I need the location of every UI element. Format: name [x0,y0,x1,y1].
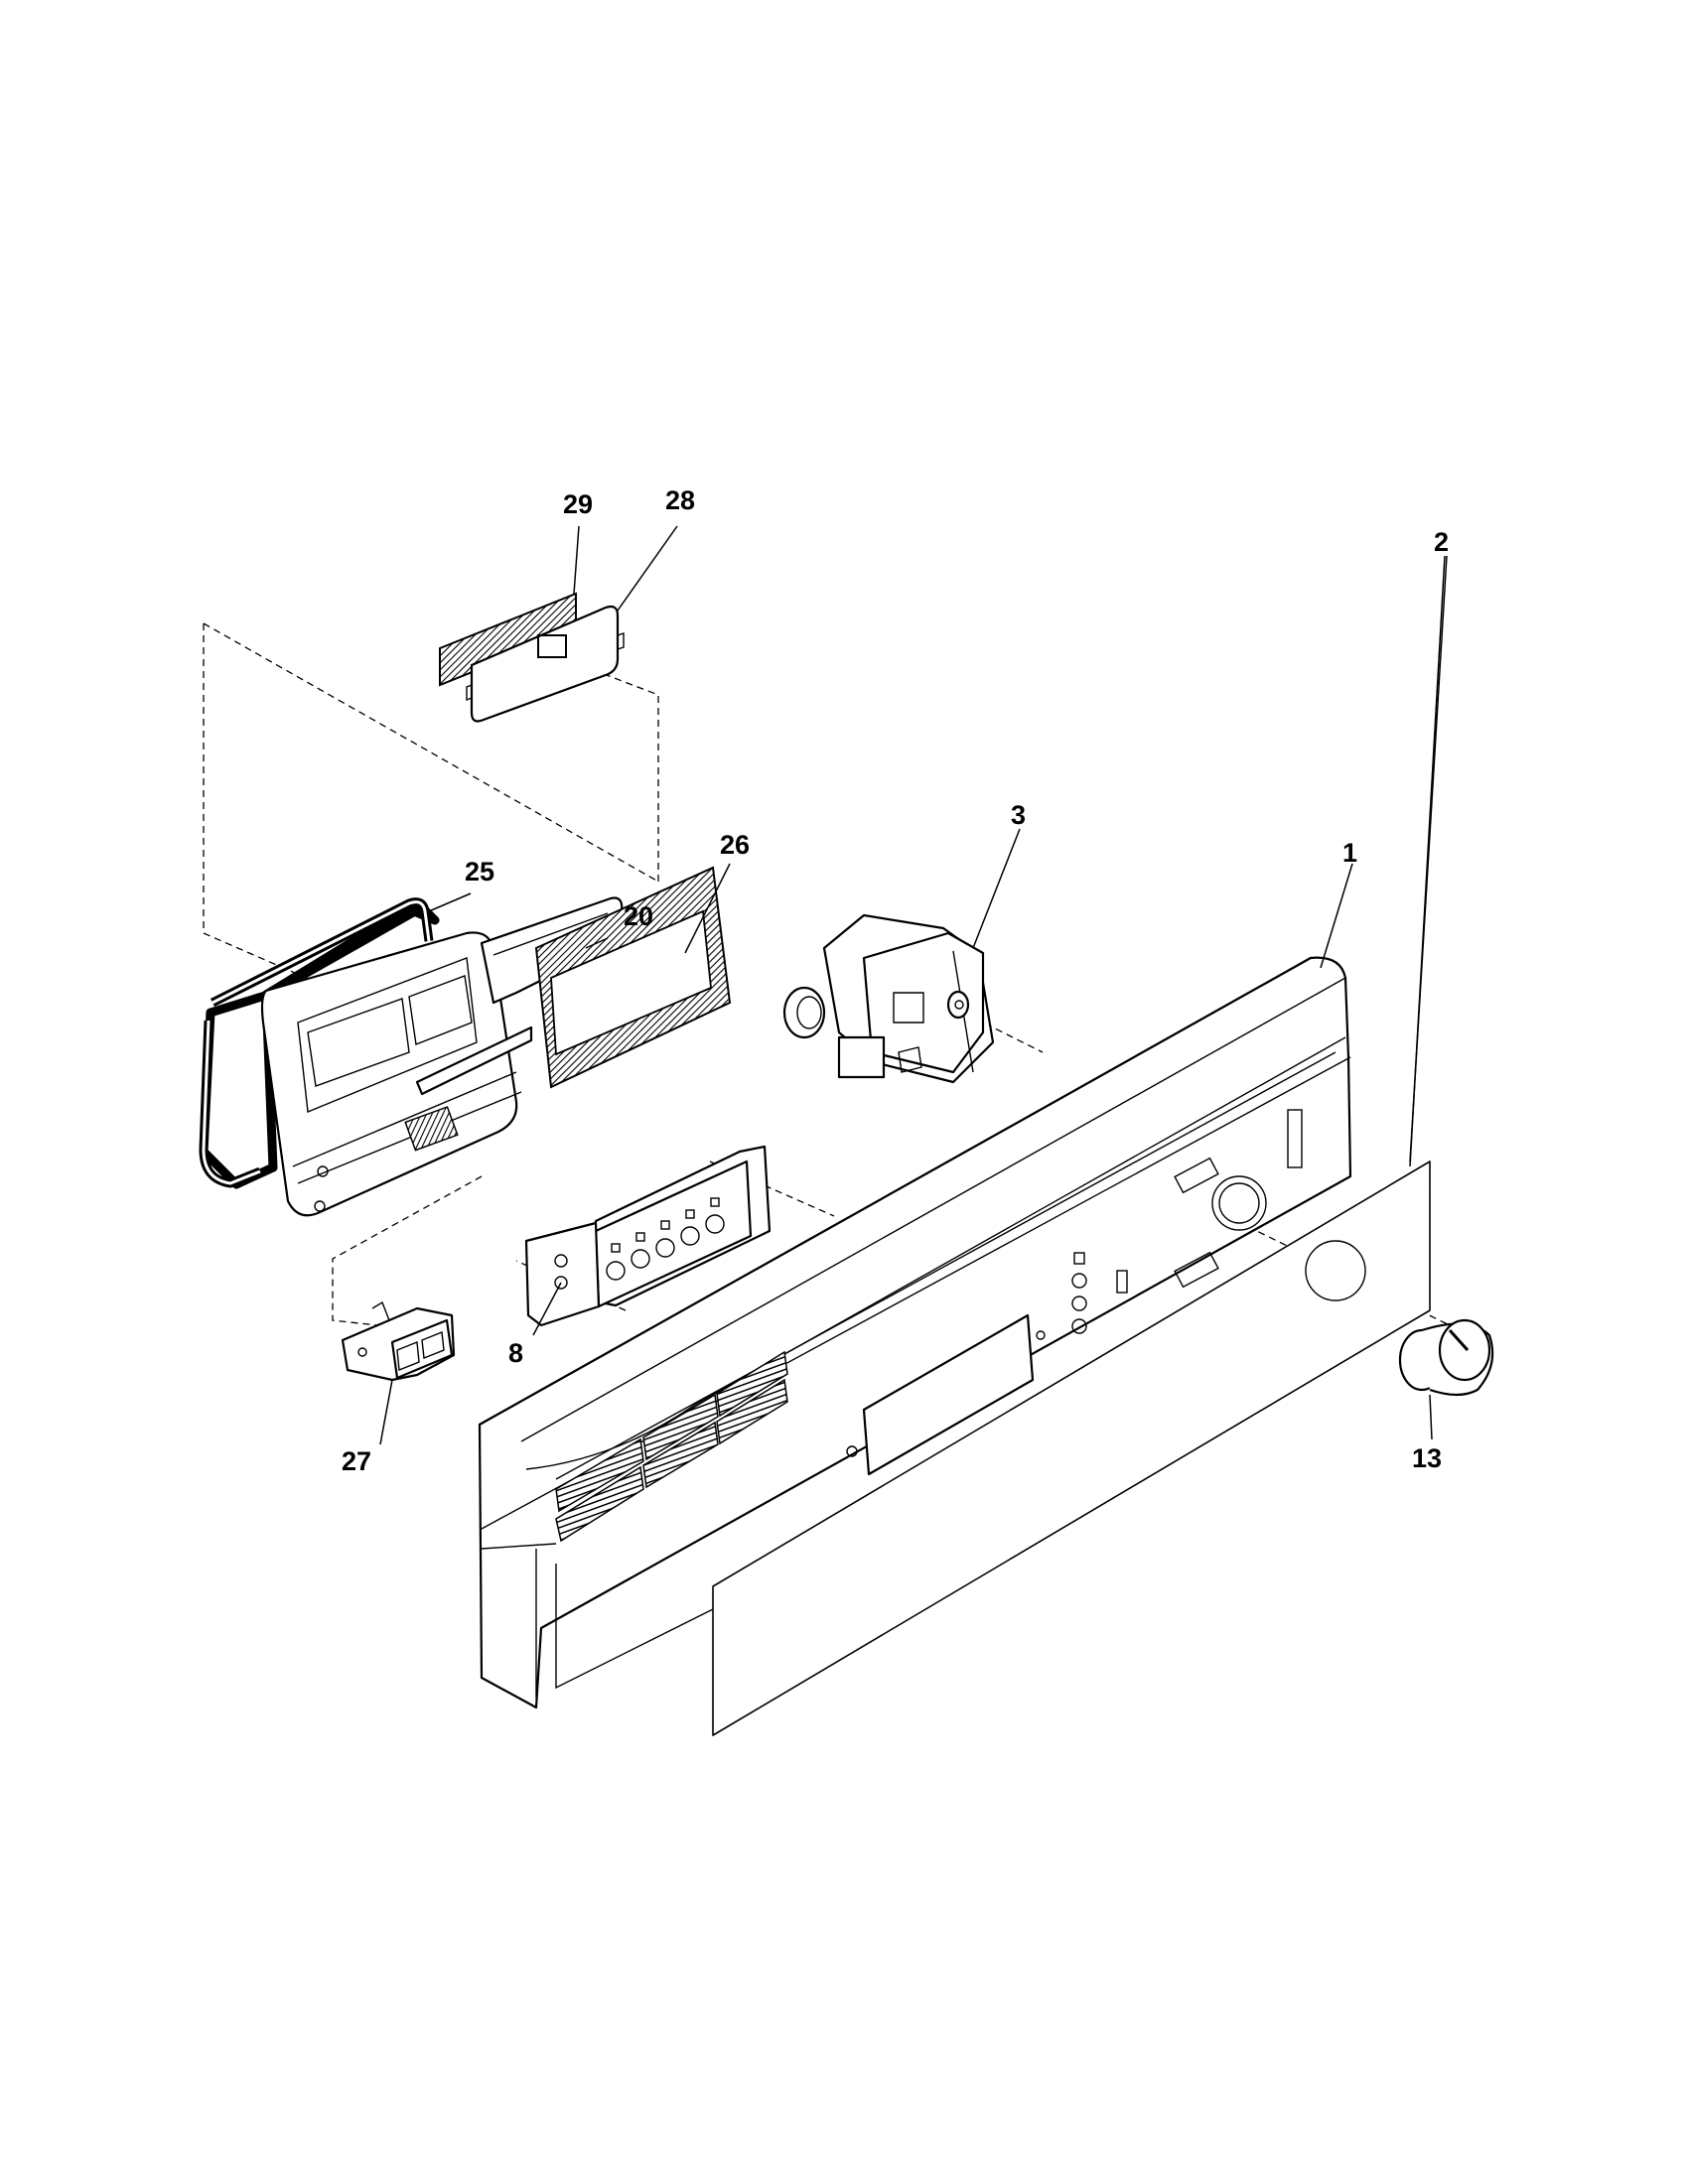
timer-part-3 [782,913,995,1084]
callout-28: 28 [665,485,695,515]
control-panel-part-1 [478,956,1352,1709]
insulation-part-26 [534,866,732,1089]
door-switch-part-27 [341,1300,456,1382]
callout-27: 27 [342,1446,371,1476]
callout-labels: 1 2 3 8 13 20 25 26 27 28 29 [342,485,1449,1476]
switch-assembly-part-8 [524,1145,772,1327]
knob-part-13 [1398,1318,1494,1397]
callout-29: 29 [563,489,593,519]
callout-20: 20 [624,901,653,931]
callout-2: 2 [1434,527,1449,557]
callout-26: 26 [720,830,750,860]
overlay-part-2 [712,1160,1431,1736]
callout-25: 25 [465,857,494,887]
gasket-part-25 [199,897,440,1189]
callout-3: 3 [1011,800,1026,830]
callout-8: 8 [508,1338,523,1368]
cover-plate-part-28 [466,605,625,723]
callout-1: 1 [1342,838,1357,868]
callout-13: 13 [1412,1443,1442,1473]
vent-grille [555,1350,788,1543]
leader-lines [379,525,1448,1445]
